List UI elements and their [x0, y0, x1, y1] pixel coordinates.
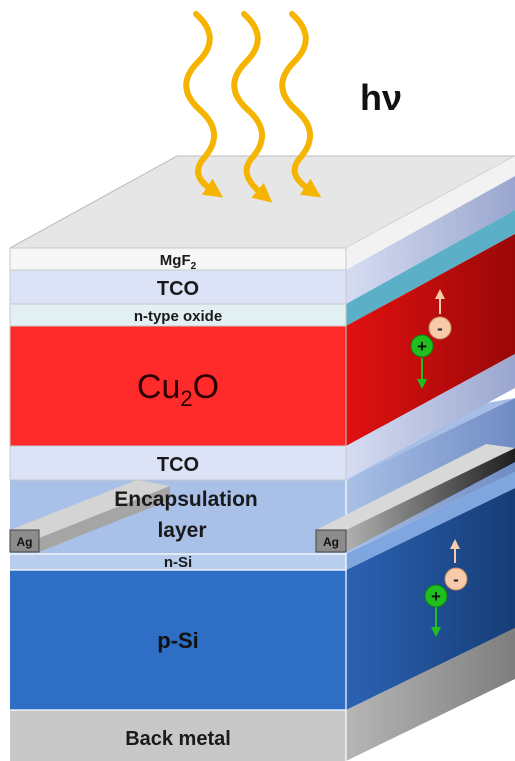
electron-icon	[428, 316, 452, 340]
n-si-label: n-Si	[164, 554, 192, 571]
photon-arrows	[183, 11, 322, 203]
tco-bottom-front	[10, 446, 346, 480]
n-si-front	[10, 554, 346, 570]
hole-icon	[424, 584, 448, 608]
cu2o-label: Cu2O	[137, 368, 219, 411]
ag-contact-right: Ag	[315, 444, 515, 553]
electron-icon	[444, 567, 468, 591]
tco-top-label: TCO	[157, 278, 199, 300]
photon-wave-icon	[279, 11, 322, 198]
bottom-cell: Ag Ag Encapsulation layer n-Si p-Si Back…	[9, 398, 515, 761]
mgf2-label: MgF2	[160, 252, 197, 272]
ag-contact-left: Ag	[9, 480, 170, 553]
back-metal-side	[346, 628, 515, 761]
n-oxide-label: n-type oxide	[134, 308, 222, 325]
encapsulation-label-line2: layer	[157, 519, 206, 542]
hole-icon	[410, 334, 434, 358]
hole-symbol: +	[431, 587, 441, 606]
tco-bottom-label: TCO	[157, 454, 199, 476]
carriers-bottom: - +	[424, 539, 468, 637]
photon-wave-icon	[183, 11, 224, 198]
p-si-label: p-Si	[157, 628, 199, 653]
mgf2-side	[346, 156, 515, 270]
carriers-top: - +	[410, 289, 452, 389]
ag-label-left: Ag	[17, 535, 33, 549]
cu2o-front	[10, 326, 346, 446]
tco-top-front	[10, 270, 346, 304]
hole-symbol: +	[417, 337, 427, 356]
mgf2-front	[10, 248, 346, 270]
tco-bottom-side	[346, 354, 515, 480]
electron-symbol: -	[453, 570, 459, 589]
back-metal-front	[10, 710, 346, 761]
ag-label-right: Ag	[323, 535, 339, 549]
top-cell: MgF2 TCO n-type oxide Cu2O TCO - +	[9, 155, 515, 481]
tco-top-side	[346, 176, 515, 304]
electron-symbol: -	[437, 319, 443, 338]
encapsulation-label-line1: Encapsulation	[114, 488, 258, 511]
n-si-side	[346, 472, 515, 570]
photon-wave-icon	[231, 11, 273, 203]
photon-energy-label: hν	[360, 77, 402, 118]
n-oxide-side	[346, 210, 515, 326]
back-metal-label: Back metal	[125, 728, 231, 750]
n-oxide-front	[10, 304, 346, 326]
p-si-front	[10, 570, 346, 710]
